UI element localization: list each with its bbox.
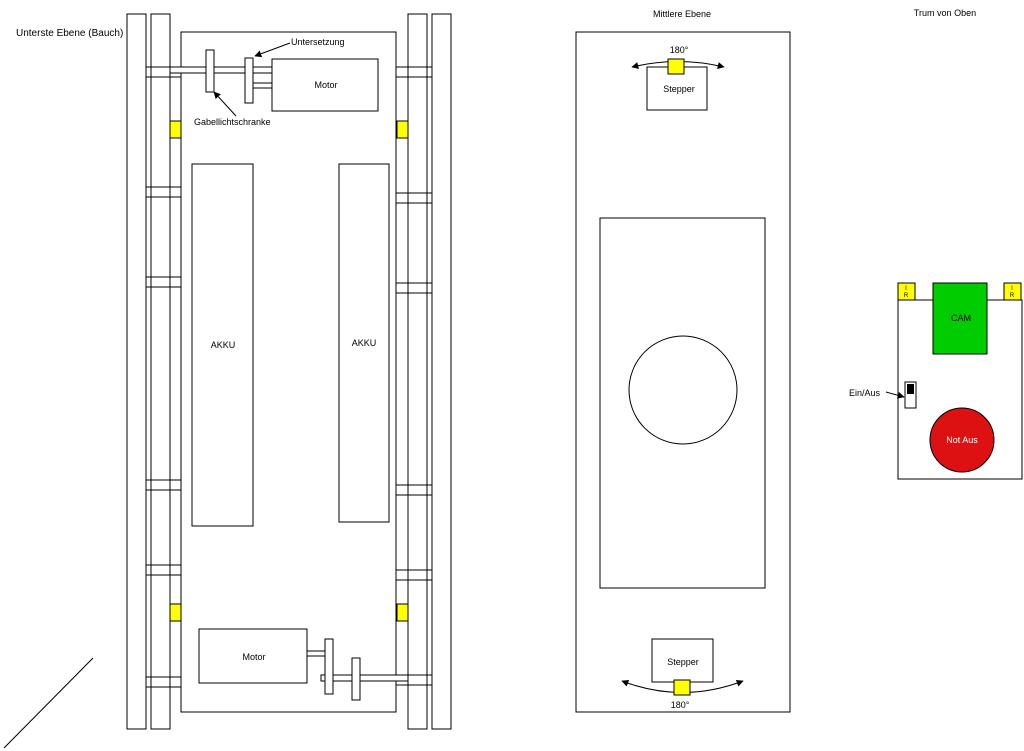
diagonal-line	[3, 657, 94, 749]
track-right-inner	[407, 13, 428, 730]
top-view-section: Trum von Oben I R I R CAM Ein/Aus Not Au…	[849, 8, 1023, 480]
switch-arrow	[885, 391, 905, 399]
middle-frame	[575, 31, 791, 713]
stepper-bottom-label: Stepper	[667, 657, 699, 667]
motor-bottom-label: Motor	[242, 652, 265, 662]
drive-shaft-bottom	[320, 674, 409, 682]
fork-light-barrier-disc	[205, 49, 215, 93]
motor-top-label: Motor	[314, 80, 337, 90]
fork-light-barrier-label: Gabellichtschranke	[194, 117, 271, 127]
drive-shaft-top	[169, 66, 273, 74]
chassis-frame	[180, 31, 397, 713]
power-switch-toggle	[907, 384, 914, 394]
motor-shaft-top	[252, 82, 273, 89]
battery-left-box	[191, 163, 254, 527]
track-left-inner	[150, 13, 171, 730]
track-cross-lines	[146, 66, 432, 688]
camera-label: CAM	[951, 313, 971, 323]
ir-sensor-right	[1003, 282, 1022, 301]
sensor-block-left-bottom	[169, 603, 182, 622]
track-right-outer	[431, 13, 452, 730]
emergency-stop-button	[929, 407, 995, 473]
ir-sensor-left-letter-1: I	[905, 286, 907, 292]
reduction-gear-bottom	[324, 638, 334, 695]
switch-label: Ein/Aus	[849, 388, 881, 398]
ir-sensor-right-letter-1: I	[1011, 286, 1013, 292]
reduction-arrow	[254, 42, 291, 58]
motor-top-box	[271, 58, 379, 112]
light-barrier-arrow	[213, 91, 237, 117]
ir-sensor-right-letter-2: R	[1010, 293, 1015, 299]
stepper-top-label: Stepper	[663, 84, 695, 94]
ir-sensor-left-letter-2: R	[904, 293, 909, 299]
angle-top-label: 180°	[670, 45, 689, 55]
battery-right-box	[338, 163, 390, 523]
motor-shaft-bottom	[306, 650, 326, 657]
battery-right-label: AKKU	[352, 338, 377, 348]
center-plate	[599, 217, 766, 589]
reduction-gear-top	[244, 57, 254, 104]
sensor-block-right-top	[396, 120, 409, 139]
ir-sensor-left	[897, 282, 916, 301]
middle-level-section: Mittlere Ebene 180° Stepper Stepper 180°	[575, 9, 791, 713]
drive-gear-bottom	[351, 657, 361, 701]
motor-bottom-box	[198, 628, 308, 684]
camera-box	[932, 282, 988, 355]
top-view-title: Trum von Oben	[914, 8, 976, 18]
emergency-stop-label: Not Aus	[946, 435, 978, 445]
sensor-block-left-top	[169, 120, 182, 139]
stepper-bottom-shaft	[673, 679, 691, 696]
middle-level-title: Mittlere Ebene	[653, 9, 711, 19]
sensor-block-right-bottom	[396, 603, 409, 622]
stepper-top-shaft	[667, 58, 685, 75]
reduction-label: Untersetzung	[291, 37, 345, 47]
bottom-level-title: Unterste Ebene (Bauch)	[16, 28, 123, 39]
bottom-level-section: Unterste Ebene (Bauch)	[3, 13, 452, 749]
turntable-circle	[628, 335, 738, 445]
track-left-outer	[126, 13, 147, 730]
power-switch	[904, 381, 917, 409]
angle-bottom-label: 180°	[671, 700, 690, 710]
battery-left-label: AKKU	[211, 340, 236, 350]
